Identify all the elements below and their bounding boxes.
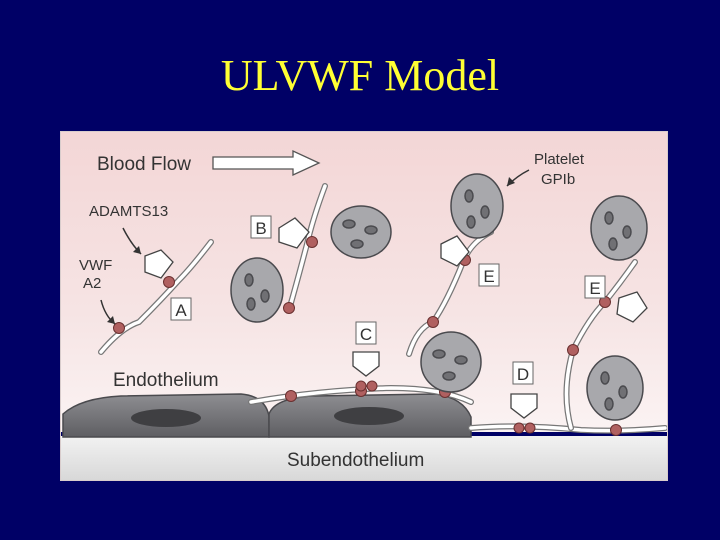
adamts13-a <box>144 249 174 279</box>
subendothelium-label: Subendothelium <box>287 450 424 471</box>
adamts13-e-middle <box>440 235 470 267</box>
svg-text:E: E <box>483 267 494 286</box>
blood-flow-label: Blood Flow <box>97 154 191 175</box>
platelet-1 <box>330 205 392 259</box>
adamts13-b <box>278 217 310 249</box>
adamts13-enzymes <box>144 217 648 323</box>
pointer-arrowheads <box>107 177 515 324</box>
marker-a: A <box>170 297 192 321</box>
endothelial-cell-left <box>62 393 270 438</box>
cell-nucleus <box>334 407 404 425</box>
platelet-2 <box>230 257 284 323</box>
platelets <box>230 173 648 421</box>
svg-text:B: B <box>255 219 266 238</box>
marker-e-right: E <box>584 275 606 299</box>
ulvwf-diagram: Blood Flow Platelet GPIb ADAMTS13 VWF A2… <box>60 131 668 481</box>
platelet-4 <box>420 331 482 393</box>
platelet-3 <box>450 173 504 239</box>
endothelial-cell-right <box>268 393 472 438</box>
endothelium-label: Endothelium <box>113 370 219 391</box>
marker-b: B <box>250 215 272 239</box>
marker-c: C <box>355 321 377 345</box>
anchor-c <box>352 351 380 392</box>
a2-label: A2 <box>83 275 101 292</box>
platelet-6 <box>586 355 644 421</box>
platelet-label: Platelet <box>534 151 585 168</box>
blood-flow-arrow <box>212 149 321 177</box>
subendothelium-layer <box>61 436 667 480</box>
svg-text:D: D <box>517 365 529 384</box>
svg-text:E: E <box>589 279 600 298</box>
vwf-label: VWF <box>79 257 112 274</box>
anchor-d <box>510 393 538 434</box>
marker-e-middle: E <box>478 263 500 287</box>
slide-title: ULVWF Model <box>220 51 500 100</box>
gpib-label: GPIb <box>541 171 575 188</box>
cell-nucleus <box>131 409 201 427</box>
vwf-strand-e-middle <box>406 229 494 357</box>
adamts13-label: ADAMTS13 <box>89 203 168 220</box>
svg-text:C: C <box>360 325 372 344</box>
adamts13-e-right <box>616 291 648 323</box>
platelet-5 <box>590 195 648 261</box>
svg-text:A: A <box>175 301 187 320</box>
marker-d: D <box>512 361 534 385</box>
vwf-strand-e-right <box>563 259 638 431</box>
